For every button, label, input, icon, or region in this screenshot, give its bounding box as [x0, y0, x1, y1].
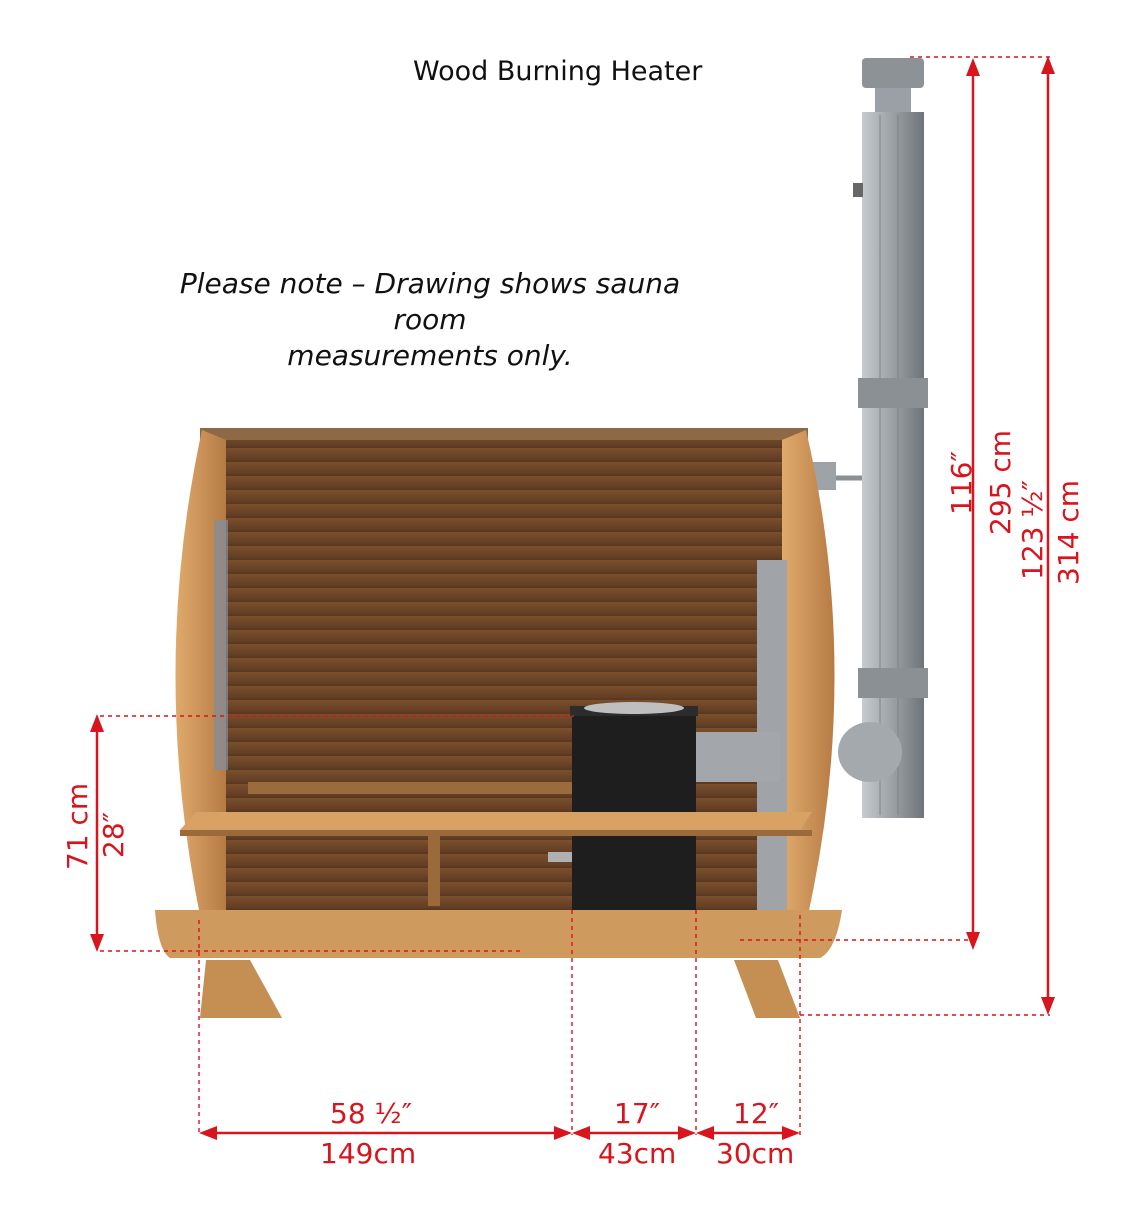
note-line-2: measurements only.: [287, 339, 573, 372]
dim-heater-chimney-metric: 295 cm: [984, 429, 1017, 535]
door-glass: [214, 520, 228, 770]
dim-total-metric: 314 cm: [1052, 479, 1085, 585]
roof-edge: [200, 428, 808, 440]
heater-stones: [584, 702, 684, 714]
chimney-elbow: [838, 722, 902, 782]
dim-heater-width-imperial: 17″: [614, 1097, 661, 1130]
left-rim: [175, 430, 226, 915]
extension-lines: [100, 56, 1052, 1135]
dim-gap-imperial: 12″: [733, 1097, 780, 1130]
heater-handle: [548, 852, 572, 862]
chimney: [812, 58, 928, 818]
note-line-1: Please note – Drawing shows sauna room: [179, 267, 681, 336]
dimension-arrows: [90, 56, 1055, 1140]
note: Please note – Drawing shows sauna room m…: [140, 266, 720, 374]
front-bench: [180, 812, 812, 830]
diagram-title: Wood Burning Heater: [413, 56, 703, 87]
chimney-cap: [862, 58, 924, 88]
floor-base: [155, 910, 842, 958]
dim-heater-metric: 71 cm: [61, 782, 94, 870]
dim-bench-metric: 149cm: [320, 1137, 417, 1170]
dim-bench-imperial: 58 ½″: [330, 1097, 413, 1130]
dim-heater-imperial: 28″: [97, 811, 130, 858]
right-leg: [734, 960, 800, 1018]
back-wall: [226, 440, 782, 910]
dim-gap-metric: 30cm: [716, 1137, 795, 1170]
chimney-bracket: [858, 378, 928, 408]
left-leg: [200, 960, 282, 1018]
dim-total-imperial: 123 ½″: [1016, 480, 1049, 580]
chimney-pipe: [862, 112, 924, 818]
back-bench: [248, 782, 578, 794]
sauna-body: [155, 428, 842, 1018]
heater: [572, 710, 696, 910]
right-rim: [782, 430, 835, 915]
dim-heater-width-metric: 43cm: [598, 1137, 677, 1170]
dim-heater-chimney-imperial: 116″: [945, 451, 978, 515]
